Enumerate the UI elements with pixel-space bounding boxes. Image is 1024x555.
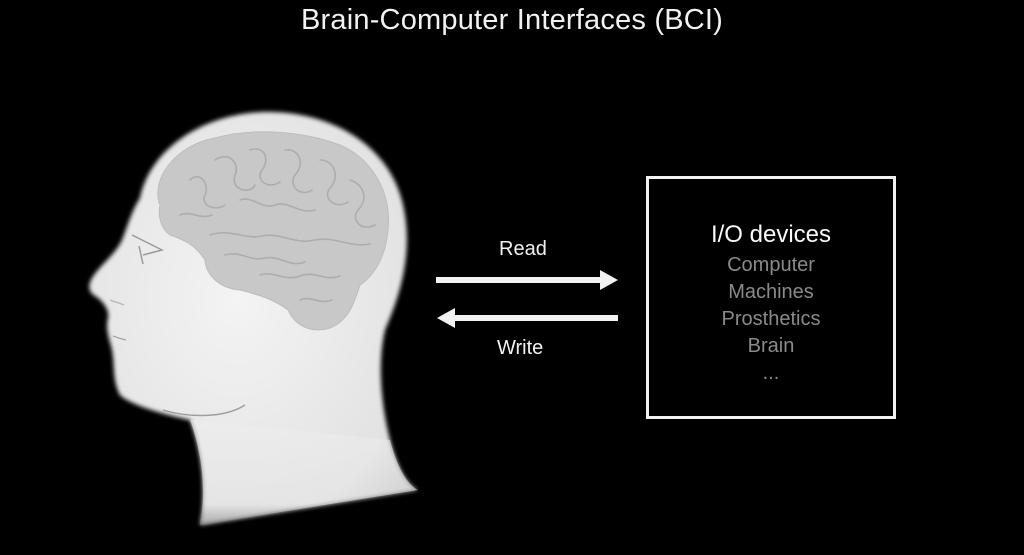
io-devices-box: I/O devices Computer Machines Prosthetic… — [646, 176, 896, 419]
io-devices-list: Computer Machines Prosthetics Brain ... — [649, 252, 893, 387]
slide-title: Brain-Computer Interfaces (BCI) — [301, 4, 723, 36]
read-label: Read — [499, 238, 547, 260]
io-device-item: Brain — [747, 335, 795, 357]
write-label: Write — [497, 337, 544, 359]
brain-folds — [179, 148, 376, 303]
io-device-item: Prosthetics — [721, 308, 821, 330]
read-arrow — [436, 270, 618, 290]
nostril-line — [109, 299, 125, 306]
neck — [190, 420, 418, 525]
io-device-ellipsis: ... — [762, 362, 780, 384]
eye-outline — [131, 234, 165, 265]
io-device-item: Computer — [727, 254, 815, 276]
brain-shape — [157, 131, 389, 331]
jaw-line — [162, 404, 246, 417]
mouth-line — [112, 335, 127, 341]
io-device-item: Machines — [728, 281, 814, 303]
io-devices-heading: I/O devices — [710, 221, 832, 248]
write-arrow — [437, 308, 618, 328]
